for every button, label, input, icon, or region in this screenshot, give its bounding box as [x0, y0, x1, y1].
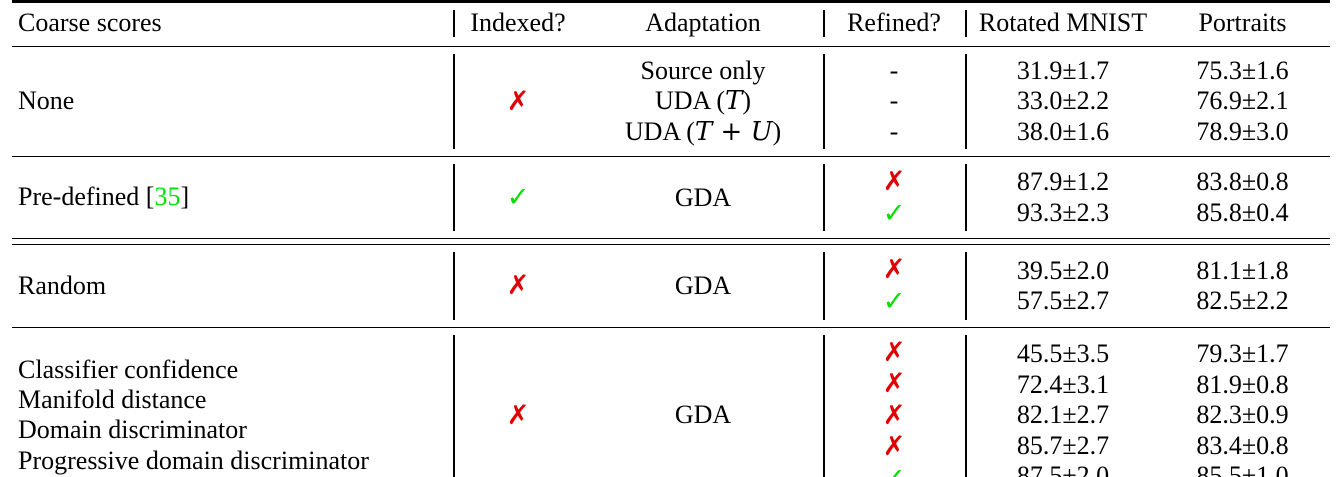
metric-value: 57.5±2.7	[1016, 285, 1110, 315]
adaptation-label: UDA (T + U)	[624, 116, 782, 147]
header-adaptation: Adaptation	[645, 8, 761, 37]
results-table: Coarse scores Indexed? Adaptation Refine…	[12, 0, 1330, 477]
cross-icon: ✗	[882, 399, 906, 431]
indexed-cell: ✗	[453, 245, 583, 327]
cross-icon: ✗	[506, 85, 530, 117]
refined-cell: - - -	[823, 47, 965, 157]
rotated-mnist-cell: 31.9±1.7 33.0±2.2 38.0±1.6	[965, 47, 1165, 157]
header-coarse-scores: Coarse scores	[18, 8, 162, 37]
metric-value: 82.5±2.2	[1196, 285, 1289, 315]
rule-top	[12, 0, 1330, 4]
cross-icon: ✗	[882, 166, 906, 198]
adaptation-cell: GDA	[674, 400, 732, 430]
cross-icon: ✗	[882, 431, 906, 463]
math-symbol-T: T	[725, 86, 743, 117]
portraits-cell: 79.3±1.7 81.9±0.8 82.3±0.9 83.4±0.8 85.5…	[1165, 328, 1330, 477]
cross-icon: ✗	[882, 254, 906, 286]
metric-value: 87.5±2.0	[1016, 461, 1110, 477]
metric-value: 31.9±1.7	[1016, 56, 1110, 85]
check-icon: ✓	[506, 182, 530, 213]
row-label-random: Random	[18, 270, 107, 300]
rotated-mnist-cell: 45.5±3.5 72.4±3.1 82.1±2.7 85.7±2.7 87.5…	[965, 328, 1165, 477]
metric-value: 87.9±1.2	[1016, 167, 1110, 197]
adaptation-cell: Source only UDA (T) UDA (T + U)	[583, 47, 823, 157]
metric-value: 83.4±0.8	[1196, 430, 1289, 460]
row-label: Domain discriminator	[18, 415, 247, 445]
metric-value: 78.9±3.0	[1196, 116, 1289, 146]
header-portraits: Portraits	[1198, 8, 1287, 37]
portraits-cell: 81.1±1.8 82.5±2.2	[1165, 245, 1330, 327]
metric-value: 33.0±2.2	[1016, 86, 1110, 116]
header-indexed: Indexed?	[453, 3, 583, 47]
metric-value: 76.9±2.1	[1196, 86, 1289, 116]
portraits-cell: 83.8±0.8 85.8±0.4	[1165, 157, 1330, 239]
cross-icon: ✗	[882, 336, 906, 368]
row-label-group-scores: Classifier confidence Manifold distance …	[12, 328, 453, 477]
metric-value: 93.3±2.3	[1016, 197, 1110, 227]
metric-value: 85.5±1.0	[1196, 461, 1289, 477]
dash-mark: -	[889, 56, 899, 85]
metric-value: 81.1±1.8	[1196, 255, 1289, 285]
cross-icon: ✗	[506, 270, 530, 302]
rule-after-random	[12, 326, 1330, 328]
indexed-cell: ✗	[453, 47, 583, 157]
metric-value: 82.1±2.7	[1016, 400, 1110, 430]
metric-value: 72.4±3.1	[1016, 369, 1110, 399]
header-rotated-mnist: Rotated MNIST	[965, 3, 1165, 47]
refined-cell: ✗ ✗ ✗ ✗ ✓	[823, 328, 965, 477]
rule-double-after-predefined	[12, 238, 1330, 246]
metric-value: 75.3±1.6	[1196, 56, 1289, 85]
refined-cell: ✗ ✓	[823, 245, 965, 327]
rule-after-header	[12, 46, 1330, 47]
row-label-none: None	[18, 86, 75, 116]
indexed-cell: ✗	[453, 328, 583, 477]
check-icon: ✓	[823, 463, 965, 477]
metric-value: 79.3±1.7	[1196, 339, 1289, 369]
adaptation-cell: GDA	[674, 182, 732, 212]
citation-link[interactable]: 35	[154, 182, 181, 212]
metric-value: 45.5±3.5	[1016, 339, 1110, 369]
table-row: Pre-defined [35] ✓ GDA ✗ ✓ 87.9±1.2 93.3…	[12, 157, 1330, 239]
dash-mark: -	[889, 116, 899, 146]
header-refined: Refined?	[823, 3, 965, 47]
metric-value: 81.9±0.8	[1196, 369, 1289, 399]
metric-value: 38.0±1.6	[1016, 116, 1110, 146]
table-row: None ✗ Source only UDA (T) UDA (T + U) -…	[12, 47, 1330, 157]
row-label-pre-defined: Pre-defined [35]	[18, 182, 190, 212]
metric-value: 82.3±0.9	[1196, 400, 1289, 430]
rotated-mnist-cell: 39.5±2.0 57.5±2.7	[965, 245, 1165, 327]
adaptation-label: UDA (T)	[654, 86, 752, 117]
dash-mark: -	[889, 86, 899, 116]
adaptation-label: Source only	[640, 56, 766, 85]
cross-icon: ✗	[506, 399, 530, 431]
table-header-row: Coarse scores Indexed? Adaptation Refine…	[12, 3, 1330, 47]
metric-value: 85.8±0.4	[1196, 197, 1289, 227]
check-icon: ✓	[882, 197, 906, 229]
cross-icon: ✗	[882, 368, 906, 400]
row-label: Manifold distance	[18, 385, 207, 415]
rotated-mnist-cell: 87.9±1.2 93.3±2.3	[965, 157, 1165, 239]
check-icon: ✓	[882, 285, 906, 317]
table-row: Random ✗ GDA ✗ ✓ 39.5±2.0 57.5±2.7 81.1±…	[12, 245, 1330, 327]
rule-after-none	[12, 156, 1330, 158]
adaptation-cell: GDA	[674, 270, 732, 300]
math-symbol-T-plus-U: T + U	[694, 116, 773, 147]
portraits-cell: 75.3±1.6 76.9±2.1 78.9±3.0	[1165, 47, 1330, 157]
metric-value: 85.7±2.7	[1016, 430, 1110, 460]
table-row: Classifier confidence Manifold distance …	[12, 328, 1330, 477]
refined-cell: ✗ ✓	[823, 157, 965, 239]
indexed-cell: ✓	[453, 157, 583, 239]
row-label: Progressive domain discriminator	[18, 445, 369, 475]
metric-value: 39.5±2.0	[1016, 255, 1110, 285]
row-label: Classifier confidence	[18, 354, 239, 384]
metric-value: 83.8±0.8	[1196, 167, 1289, 197]
